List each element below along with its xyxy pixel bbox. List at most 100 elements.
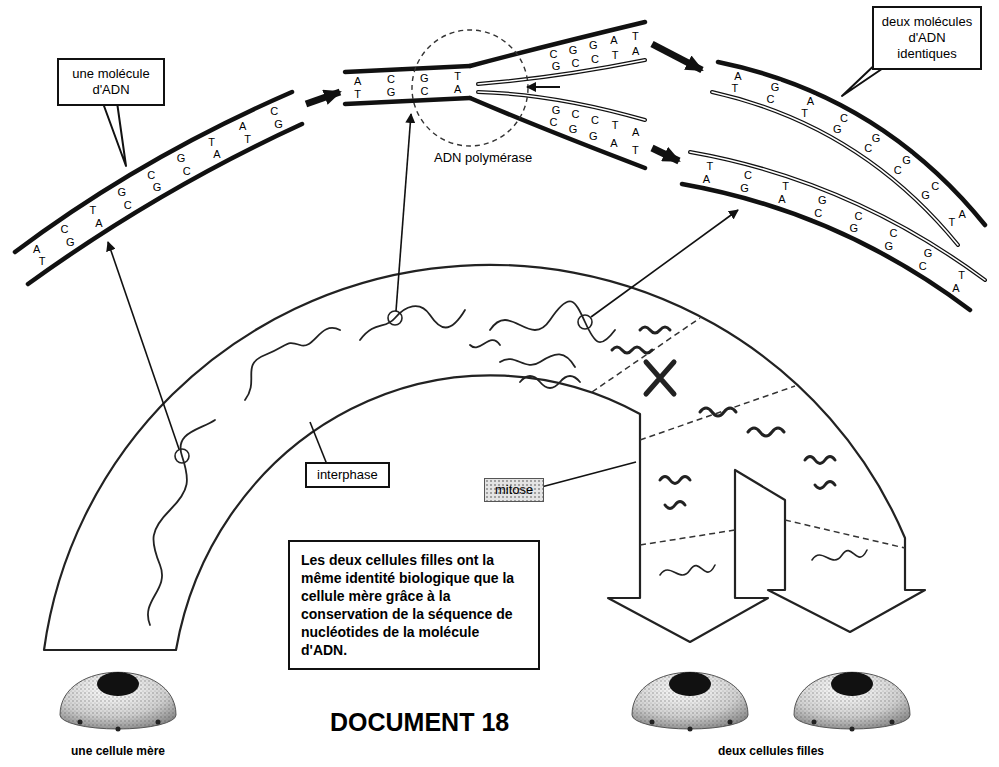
- step-arrow: [306, 44, 702, 161]
- chromosome: [470, 340, 500, 347]
- dna-strand: [682, 184, 970, 310]
- chromosome: [360, 306, 465, 340]
- base-letter: T: [631, 30, 640, 41]
- document-title: DOCUMENT 18: [330, 708, 509, 736]
- cell-drawing: [156, 720, 161, 725]
- chromosome: [500, 354, 575, 367]
- base-letter: C: [893, 165, 903, 176]
- chromosome: [148, 420, 215, 625]
- base-letter: T: [453, 71, 462, 82]
- cell-drawing: [116, 727, 121, 732]
- cell-drawing: [650, 720, 655, 725]
- pointer-line: [530, 462, 636, 490]
- base-letter: G: [588, 130, 599, 141]
- base-letter: C: [570, 57, 580, 68]
- base-letter: G: [568, 123, 579, 134]
- base-letter: G: [588, 40, 599, 51]
- base-letter: T: [800, 107, 809, 118]
- base-letter: A: [631, 45, 640, 56]
- base-letter: A: [212, 149, 221, 160]
- base-letter: C: [743, 170, 753, 181]
- zoom-circle: [388, 311, 402, 325]
- cell-drawing: [632, 672, 748, 729]
- node-text: interphase: [317, 467, 378, 483]
- leader-arrow: [108, 242, 179, 449]
- new-dna-strand: [712, 92, 958, 245]
- base-letter: T: [631, 145, 640, 156]
- base-letter: C: [570, 109, 580, 120]
- part-label: ADN polymérase: [432, 150, 534, 166]
- base-letter: G: [920, 189, 931, 200]
- base-letter: G: [901, 155, 912, 166]
- cell-drawing: [794, 672, 910, 729]
- cell-drawing: [831, 672, 873, 696]
- base-letter: G: [386, 87, 397, 98]
- condensed-chromosome: [612, 327, 835, 509]
- new-dna-strand: [712, 92, 958, 245]
- base-letter: C: [146, 169, 156, 180]
- base-letter: A: [777, 194, 786, 205]
- condensed-chromosome: [660, 477, 690, 484]
- cell-drawing: [97, 672, 139, 696]
- cell-drawing: [812, 720, 817, 725]
- base-letter: G: [419, 72, 430, 83]
- new-dna-strand: [478, 60, 645, 84]
- zoom-circle: [175, 311, 592, 463]
- cell-drawing: [669, 672, 711, 696]
- base-letter: C: [123, 199, 133, 210]
- phase-separator: [640, 530, 735, 545]
- node-text: Les deux cellules filles ont la même ide…: [301, 551, 527, 659]
- dna-strand: [345, 98, 470, 104]
- base-letter: A: [453, 84, 462, 95]
- base-letter: C: [839, 113, 849, 124]
- chromosome: [660, 565, 715, 575]
- step-arrow: [306, 92, 340, 104]
- base-letter: T: [611, 120, 620, 131]
- base-letter: T: [731, 83, 740, 94]
- base-letter: T: [353, 88, 362, 99]
- cell-drawing: [632, 672, 748, 729]
- chromosome: [245, 328, 340, 400]
- phase-separator: [640, 386, 795, 440]
- dna-strand: [470, 22, 645, 66]
- new-dna-strand: [478, 92, 645, 120]
- cell-drawing: [890, 720, 895, 725]
- base-letter: T: [611, 49, 620, 60]
- phase-separator: [785, 520, 905, 548]
- new-dna-strand: [690, 152, 985, 280]
- callout-box: une molécule d'ADN: [57, 58, 165, 106]
- base-letter: C: [548, 117, 558, 128]
- node-text: deux molécules d'ADN identiques: [881, 14, 973, 62]
- node-text: mitose: [495, 482, 533, 498]
- base-letter: G: [568, 44, 579, 55]
- callout-box: deux molécules d'ADN identiques: [872, 6, 982, 70]
- base-letter: G: [176, 152, 187, 163]
- base-letter: G: [923, 248, 934, 259]
- base-letter: A: [702, 173, 711, 184]
- node-text: une molécule d'ADN: [66, 66, 156, 98]
- base-letter: C: [590, 53, 600, 64]
- chromosome: [660, 550, 867, 575]
- base-letter: C: [813, 207, 823, 218]
- new-dna-strand: [478, 60, 985, 280]
- base-letter: A: [631, 126, 640, 137]
- base-letter: C: [930, 180, 940, 191]
- leader-arrow: [396, 114, 411, 311]
- cell-drawing: [60, 672, 176, 729]
- base-letter: G: [770, 82, 781, 93]
- polymerase-zone: [412, 30, 528, 146]
- base-letter: G: [832, 124, 843, 135]
- pointer-line: [310, 422, 636, 490]
- base-letter: A: [353, 76, 362, 87]
- zoom-circle: [578, 315, 592, 329]
- base-letter: G: [65, 236, 76, 247]
- phase-separator: [592, 318, 700, 392]
- polymerase-zone: [412, 30, 560, 146]
- cell-caption: deux cellules filles: [718, 744, 824, 759]
- base-letter: G: [849, 223, 860, 234]
- base-letter: C: [60, 224, 70, 235]
- base-letter: G: [273, 118, 284, 129]
- base-letter: A: [94, 218, 103, 229]
- base-letter: C: [386, 74, 396, 85]
- base-letter: C: [766, 94, 776, 105]
